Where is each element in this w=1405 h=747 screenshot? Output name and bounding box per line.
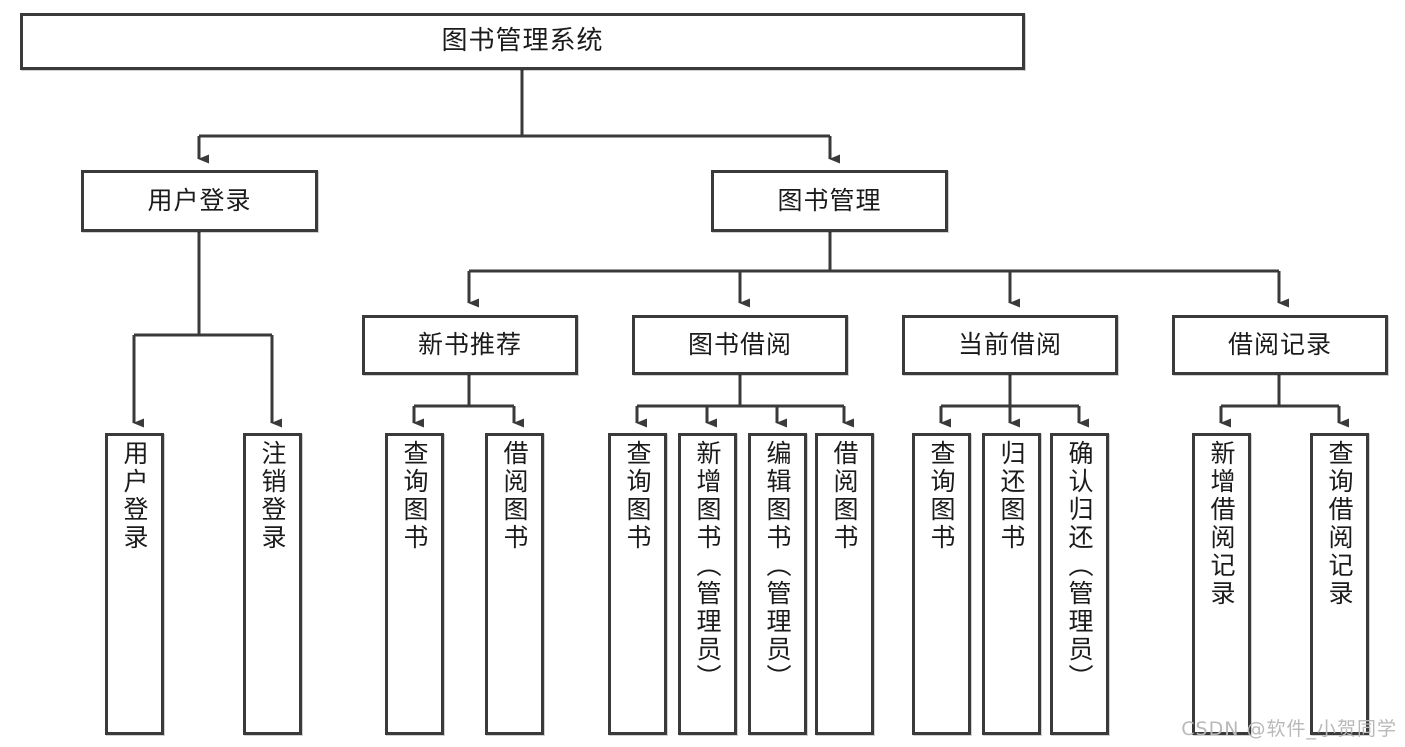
node-label: 借阅图书: [500, 440, 529, 552]
leaf-user-logout[interactable]: 注销登录: [243, 433, 302, 735]
leaf-confirm-return[interactable]: 确认归还（管理员）: [1050, 433, 1109, 735]
leaf-query-book-1[interactable]: 查询图书: [385, 433, 444, 735]
leaf-edit-book[interactable]: 编辑图书（管理员）: [748, 433, 807, 735]
node-label: 查询图书: [623, 440, 652, 552]
node-current-borrow[interactable]: 当前借阅: [902, 315, 1118, 375]
node-label: 确认归还（管理员）: [1065, 440, 1094, 692]
node-label: 当前借阅: [957, 330, 1062, 360]
node-label: 借阅图书: [830, 440, 859, 552]
node-label: 新书推荐: [417, 330, 522, 360]
node-label: 新增借阅记录: [1207, 440, 1236, 608]
node-user-login[interactable]: 用户登录: [81, 170, 318, 232]
node-label: 归还图书: [997, 440, 1026, 552]
leaf-query-book-3[interactable]: 查询图书: [912, 433, 971, 735]
node-label: 查询图书: [400, 440, 429, 552]
leaf-add-record[interactable]: 新增借阅记录: [1192, 433, 1251, 735]
node-label: 用户登录: [120, 440, 149, 552]
node-label: 新增图书（管理员）: [693, 440, 722, 692]
node-label: 图书管理系统: [441, 26, 604, 57]
node-label: 查询借阅记录: [1325, 440, 1354, 608]
csdn-watermark: CSDN @软件_小贺同学: [1181, 718, 1397, 740]
node-label: 注销登录: [258, 440, 287, 552]
node-label: 编辑图书（管理员）: [763, 440, 792, 692]
leaf-add-book[interactable]: 新增图书（管理员）: [678, 433, 737, 735]
node-book-management[interactable]: 图书管理: [711, 170, 948, 232]
node-label: 图书管理: [777, 186, 882, 216]
leaf-query-record[interactable]: 查询借阅记录: [1310, 433, 1369, 735]
node-borrow-record[interactable]: 借阅记录: [1172, 315, 1388, 375]
node-label: 图书借阅: [687, 330, 792, 360]
leaf-return-book[interactable]: 归还图书: [982, 433, 1041, 735]
node-label: 查询图书: [927, 440, 956, 552]
leaf-user-login[interactable]: 用户登录: [105, 433, 164, 735]
leaf-borrow-book-2[interactable]: 借阅图书: [815, 433, 874, 735]
node-label: 用户登录: [147, 186, 252, 216]
leaf-query-book-2[interactable]: 查询图书: [608, 433, 667, 735]
node-root-book-management-system[interactable]: 图书管理系统: [20, 13, 1025, 70]
node-label: 借阅记录: [1227, 330, 1332, 360]
node-new-book-recommend[interactable]: 新书推荐: [362, 315, 578, 375]
node-book-borrow[interactable]: 图书借阅: [632, 315, 848, 375]
leaf-borrow-book-1[interactable]: 借阅图书: [485, 433, 544, 735]
